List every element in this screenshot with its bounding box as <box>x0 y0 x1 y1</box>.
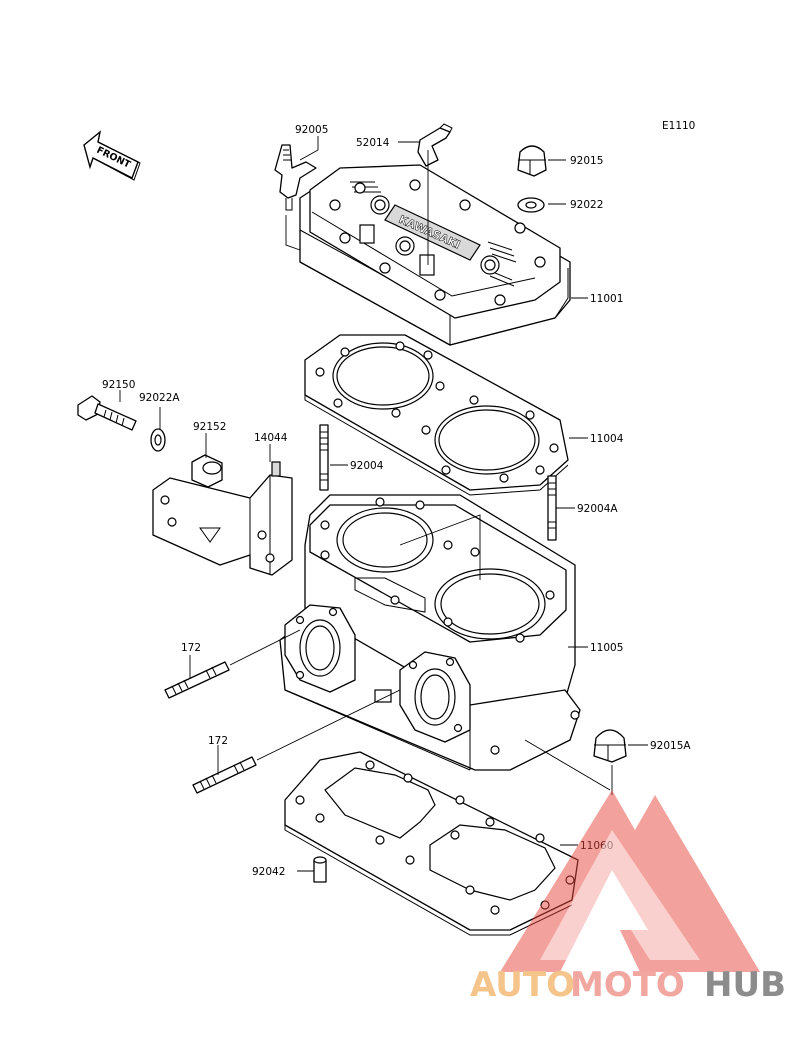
label-11005: 11005 <box>590 642 623 654</box>
label-14044: 14044 <box>254 432 288 444</box>
watermark-text: AUTO MOTO HUB <box>470 965 786 1005</box>
base-gasket <box>284 751 579 936</box>
label-172-upper: 172 <box>181 642 201 654</box>
watermark-hub: HUB <box>704 965 786 1005</box>
watermark-logo <box>500 790 760 972</box>
front-arrow-icon: FRONT <box>83 130 141 181</box>
stud-172-upper <box>164 661 230 699</box>
label-92004A: 92004A <box>577 503 618 515</box>
label-92152: 92152 <box>193 421 226 433</box>
cylinder-head-cover: KAWASAKI <box>299 164 571 346</box>
dowel-92042 <box>313 856 327 883</box>
label-92150: 92150 <box>102 379 135 391</box>
bolt-92150 <box>77 395 137 431</box>
leader-lines <box>119 136 648 872</box>
label-92004: 92004 <box>350 460 384 472</box>
cylinder-block <box>279 494 581 771</box>
label-11001: 11001 <box>590 293 623 305</box>
washer-92022A <box>150 428 166 452</box>
stud-92004A <box>547 475 557 541</box>
label-92022A: 92022A <box>139 392 180 404</box>
label-92022: 92022 <box>570 199 603 211</box>
label-11004: 11004 <box>590 433 624 445</box>
head-gasket <box>304 334 569 496</box>
label-172-lower: 172 <box>208 735 228 747</box>
label-92015: 92015 <box>570 155 603 167</box>
fitting-52014 <box>417 123 453 167</box>
cap-nut-92015A <box>593 729 627 763</box>
stud-172-lower <box>192 756 257 794</box>
stud-92004 <box>319 424 329 491</box>
label-92042: 92042 <box>252 866 285 878</box>
label-92015A: 92015A <box>650 740 691 752</box>
part-labels: 92005 52014 92015 92022 11001 92150 9202… <box>102 124 691 878</box>
label-92005: 92005 <box>295 124 328 136</box>
fitting-92005 <box>274 144 317 211</box>
label-52014: 52014 <box>356 137 390 149</box>
watermark-auto: AUTO <box>470 965 575 1005</box>
collar-92152 <box>191 454 223 488</box>
washer-92022 <box>517 197 545 213</box>
cap-nut-92015 <box>517 145 547 177</box>
diagram-code: E1110 <box>662 120 695 132</box>
bracket-14044 <box>152 461 293 576</box>
watermark-moto: MOTO <box>570 965 685 1005</box>
